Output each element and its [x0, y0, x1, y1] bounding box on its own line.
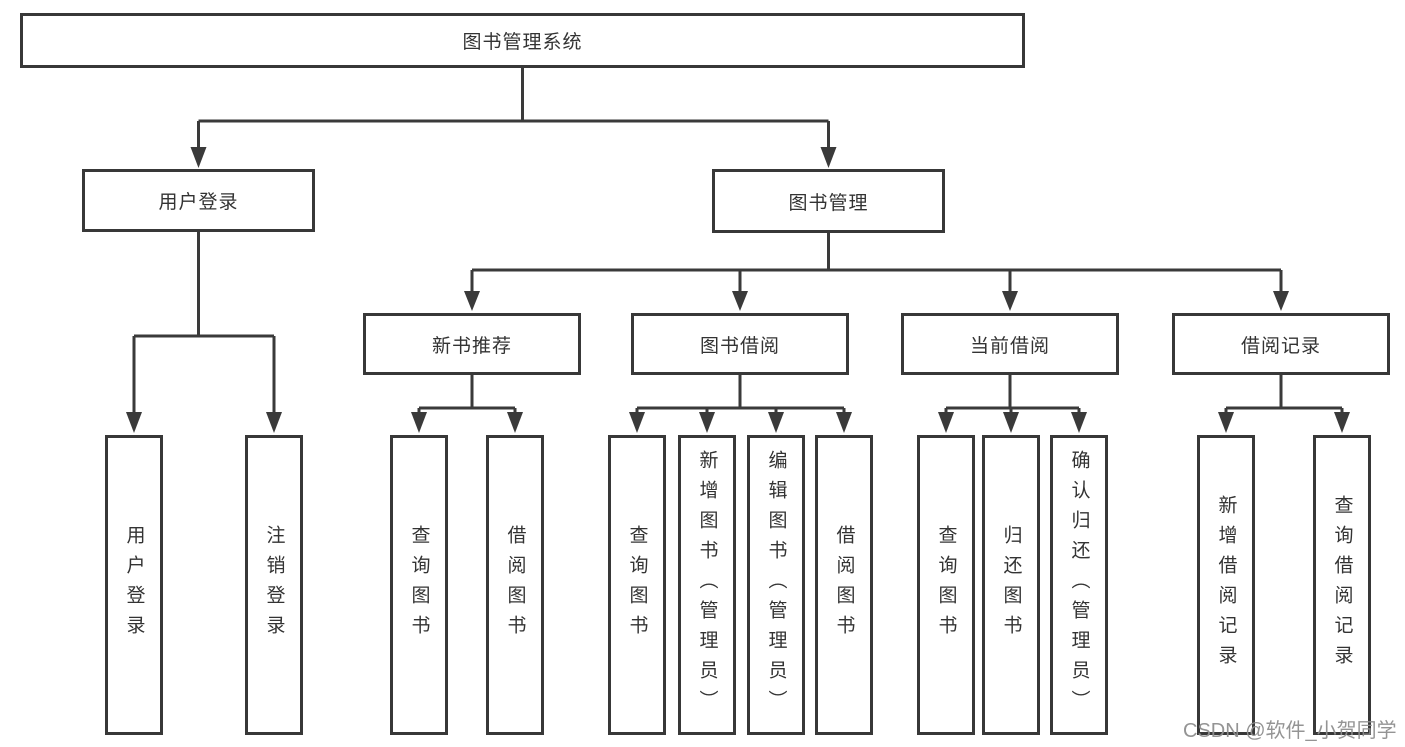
leaf-add-book-admin: 新增图书（管理员）	[678, 435, 736, 735]
leaf-confirm-return-admin-label: 确认归还（管理员）	[1068, 450, 1090, 720]
node-book-borrow-label: 图书借阅	[699, 335, 780, 357]
leaf-borrow-book-2: 借阅图书	[815, 435, 873, 735]
node-new-book-recommend-label: 新书推荐	[431, 335, 512, 357]
connector-root-to-level2	[190, 68, 837, 168]
connector-book-borrow-to-leaves	[629, 375, 852, 433]
node-new-book-recommend: 新书推荐	[363, 313, 581, 375]
node-book-management-label: 图书管理	[788, 192, 869, 214]
leaf-add-borrow-record-label: 新增借阅记录	[1215, 495, 1237, 675]
node-current-borrow: 当前借阅	[901, 313, 1119, 375]
leaf-edit-book-admin-label: 编辑图书（管理员）	[765, 450, 787, 720]
leaf-edit-book-admin: 编辑图书（管理员）	[747, 435, 805, 735]
leaf-add-borrow-record: 新增借阅记录	[1197, 435, 1255, 735]
node-user-login-branch: 用户登录	[82, 169, 315, 232]
leaf-add-book-admin-label: 新增图书（管理员）	[696, 450, 718, 720]
leaf-return-book-label: 归还图书	[1000, 525, 1022, 645]
connector-user-login-to-leaves	[126, 232, 282, 433]
node-user-login-branch-label: 用户登录	[158, 192, 239, 213]
leaf-user-login: 用户登录	[105, 435, 163, 735]
connector-current-borrow-to-leaves	[938, 375, 1087, 433]
leaf-query-book-2: 查询图书	[608, 435, 666, 735]
node-root-label: 图书管理系统	[462, 32, 583, 53]
leaf-query-book-3: 查询图书	[917, 435, 975, 735]
connector-new-book-to-leaves	[411, 375, 523, 433]
leaf-borrow-book-1-label: 借阅图书	[504, 525, 526, 645]
node-borrow-record: 借阅记录	[1172, 313, 1390, 375]
leaf-query-book-2-label: 查询图书	[626, 525, 648, 645]
leaf-query-book-1-label: 查询图书	[408, 525, 430, 645]
connector-borrow-record-to-leaves	[1218, 375, 1350, 433]
node-borrow-record-label: 借阅记录	[1240, 335, 1321, 357]
leaf-query-borrow-record: 查询借阅记录	[1313, 435, 1371, 735]
leaf-logout-label: 注销登录	[263, 525, 285, 645]
leaf-user-login-label: 用户登录	[123, 525, 145, 645]
leaf-query-borrow-record-label: 查询借阅记录	[1331, 495, 1353, 675]
node-current-borrow-label: 当前借阅	[969, 335, 1050, 357]
leaf-borrow-book-1: 借阅图书	[486, 435, 544, 735]
leaf-return-book: 归还图书	[982, 435, 1040, 735]
leaf-query-book-1: 查询图书	[390, 435, 448, 735]
node-book-management: 图书管理	[712, 169, 945, 233]
leaf-confirm-return-admin: 确认归还（管理员）	[1050, 435, 1108, 735]
leaf-borrow-book-2-label: 借阅图书	[833, 525, 855, 645]
node-root-system: 图书管理系统	[20, 13, 1025, 68]
node-book-borrow: 图书借阅	[631, 313, 849, 375]
connector-book-mgmt-to-level3	[464, 233, 1289, 311]
leaf-query-book-3-label: 查询图书	[935, 525, 957, 645]
leaf-logout: 注销登录	[245, 435, 303, 735]
csdn-watermark: CSDN @软件_小贺同学	[1183, 720, 1397, 742]
